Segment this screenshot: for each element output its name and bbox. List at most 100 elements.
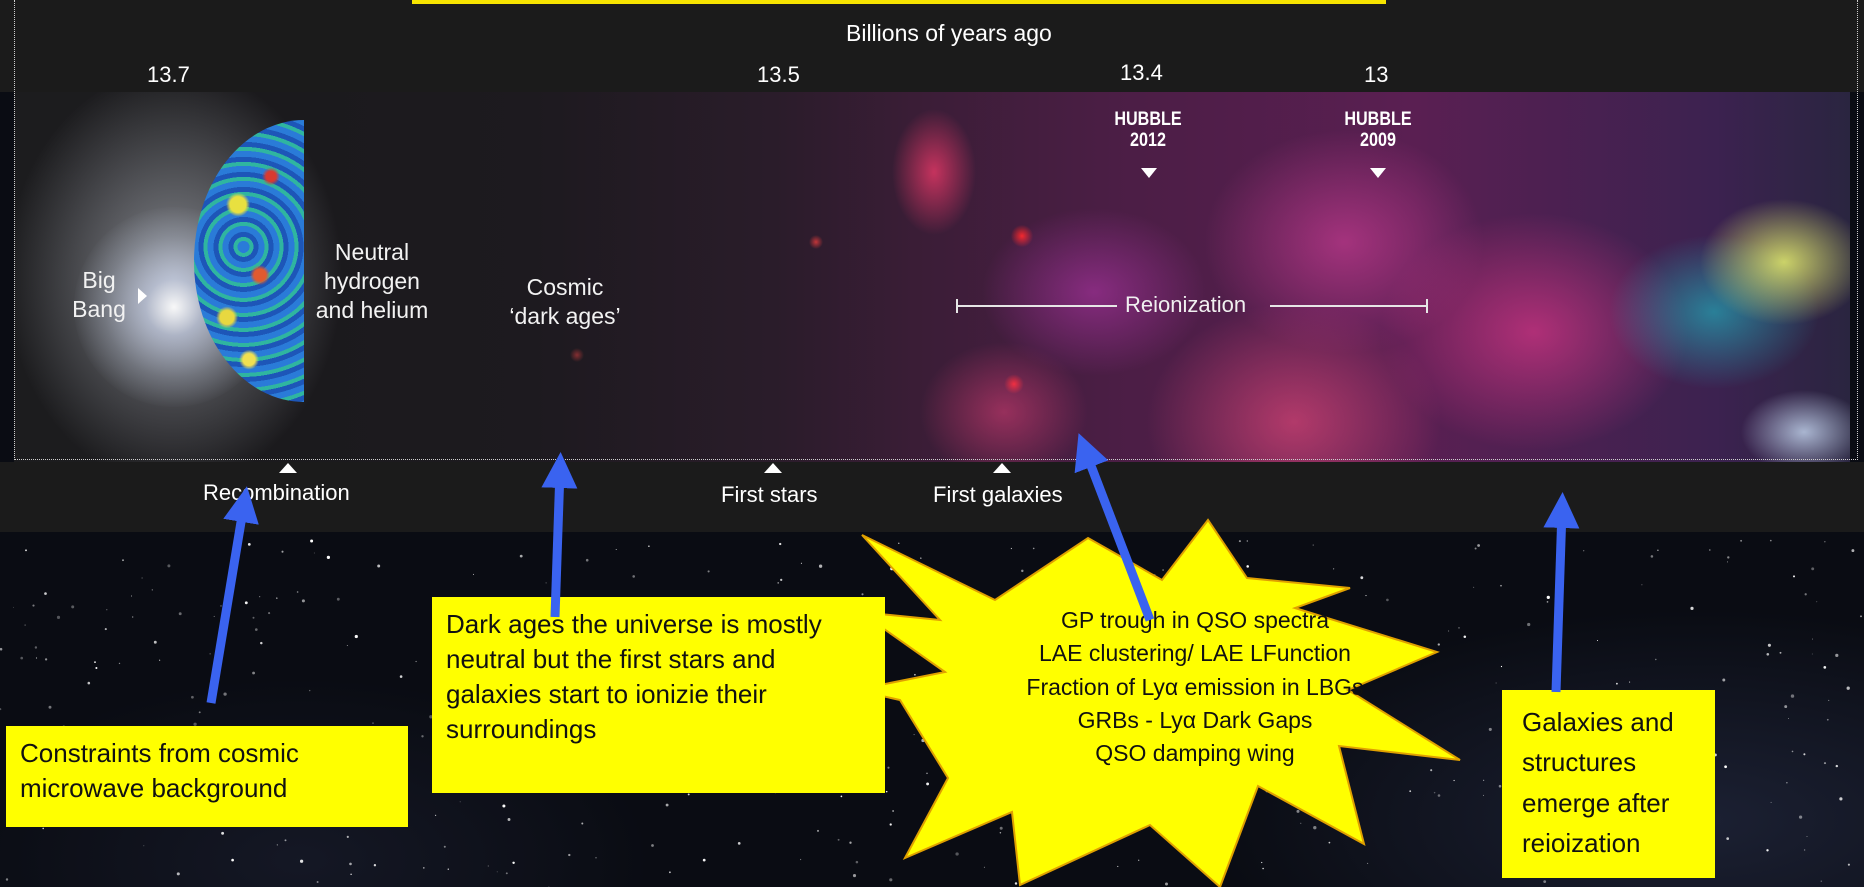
star-dot	[399, 675, 403, 678]
star-dot	[1433, 791, 1436, 794]
star-dot	[422, 867, 425, 869]
star-dot	[260, 641, 263, 645]
star-dot	[254, 628, 258, 631]
star-dot	[299, 859, 304, 863]
star-dot	[167, 564, 171, 568]
star-dot	[132, 616, 134, 618]
star-dot	[1824, 541, 1826, 543]
star-dot	[1365, 595, 1367, 597]
tick-13-4: 13.4	[1120, 60, 1163, 85]
yellow-top-border	[412, 0, 1386, 4]
star-dot	[346, 835, 349, 838]
star-dot	[1784, 705, 1788, 709]
star-dot	[1766, 849, 1769, 852]
star-dot	[354, 634, 358, 639]
star-dot	[20, 656, 24, 660]
star-dot	[887, 766, 890, 769]
star-dot	[1367, 862, 1369, 864]
star-dot	[581, 822, 584, 825]
star-dot	[920, 557, 922, 559]
star-dot	[1246, 565, 1249, 568]
star-dot	[12, 606, 14, 608]
first-galaxies-marker-icon	[993, 463, 1011, 473]
star-dot	[777, 582, 779, 584]
star-dot	[1483, 779, 1485, 781]
star-dot	[855, 860, 859, 864]
star-dot	[1860, 615, 1862, 618]
star-dot	[799, 858, 802, 861]
star-dot	[926, 772, 928, 775]
star-dot	[1790, 694, 1795, 698]
star-dot	[1162, 569, 1165, 571]
star-dot	[1498, 784, 1502, 788]
star-dot	[702, 858, 706, 862]
star-dot	[1846, 686, 1850, 690]
star-dot	[178, 612, 182, 616]
star-dot	[1313, 826, 1317, 830]
star-dot	[861, 593, 864, 596]
star-dot	[24, 624, 26, 626]
star-dot	[220, 605, 222, 607]
star-dot	[1629, 681, 1631, 683]
star-dot	[276, 597, 278, 599]
reionization-bracket-right	[1270, 305, 1427, 307]
star-dot	[1828, 699, 1830, 701]
dark-ages-label: Cosmic ‘dark ages’	[509, 274, 621, 330]
star-dot	[780, 578, 783, 582]
star-dot	[1546, 601, 1549, 603]
star-dot	[1826, 718, 1829, 721]
star-dot	[817, 829, 819, 832]
star-dot	[1488, 727, 1492, 731]
star-dot	[191, 695, 194, 699]
star-dot	[1851, 549, 1855, 553]
star-dot	[1708, 549, 1711, 551]
probe-lya-fraction: Fraction of Lyα emission in LBGs	[1026, 673, 1364, 700]
cmb-arrow-icon	[206, 486, 259, 704]
star-dot	[56, 615, 61, 619]
star-dot	[1616, 682, 1618, 685]
star-dot	[1766, 652, 1770, 656]
star-dot	[326, 555, 331, 560]
star-dot	[487, 865, 489, 867]
star-dot	[1657, 549, 1659, 552]
star-dot	[309, 689, 311, 692]
star-dot	[1458, 627, 1460, 629]
star-dot	[1820, 880, 1823, 883]
star-dot	[1010, 547, 1013, 550]
neutral-hydrogen-label: Neutral hydrogen and helium	[315, 239, 429, 324]
star-dot	[259, 596, 261, 598]
star-dot	[585, 558, 589, 562]
star-dot	[153, 640, 157, 644]
timeline-frame	[14, 0, 1858, 460]
star-dot	[1472, 586, 1475, 589]
star-dot	[1839, 797, 1843, 801]
star-dot	[1823, 666, 1827, 669]
star-dot	[892, 810, 894, 812]
star-dot	[5, 878, 9, 881]
hubble-2012-label: HUBBLE 2012	[1114, 109, 1182, 151]
star-dot	[1296, 809, 1300, 813]
big-bang-label: Big Bang	[72, 267, 126, 323]
star-dot	[296, 591, 299, 593]
star-dot	[1262, 867, 1264, 870]
galaxies-emerge-callout: Galaxies and structures emerge after rei…	[1502, 690, 1715, 878]
star-dot	[1448, 630, 1450, 632]
star-dot	[913, 734, 915, 736]
star-dot	[1804, 593, 1807, 596]
star-dot	[1722, 678, 1726, 682]
tick-13-5: 13.5	[757, 62, 800, 87]
star-dot	[151, 589, 153, 591]
star-dot	[818, 564, 823, 568]
star-dot	[568, 853, 571, 857]
star-dot	[889, 823, 892, 826]
star-dot	[669, 871, 671, 874]
star-dot	[44, 658, 48, 661]
star-dot	[1500, 584, 1502, 587]
star-dot	[648, 545, 650, 548]
star-dot	[421, 735, 424, 738]
star-dot	[1312, 544, 1314, 546]
star-dot	[1430, 769, 1433, 772]
star-dot	[1583, 550, 1585, 552]
star-dot	[545, 582, 547, 584]
star-dot	[284, 839, 287, 842]
